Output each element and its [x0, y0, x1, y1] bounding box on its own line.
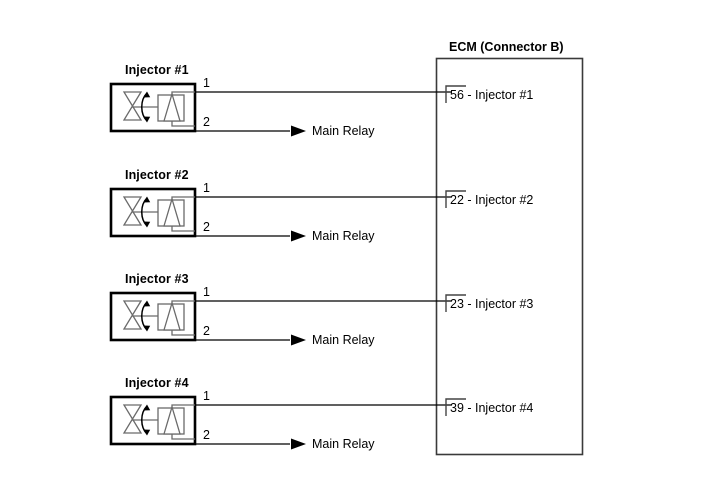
ecm-title: ECM (Connector B) [449, 40, 564, 54]
actuator-arrow-down-2 [143, 221, 151, 228]
main-relay-label-3: Main Relay [312, 333, 375, 347]
terminal-number-1-injector4: 1 [203, 389, 210, 403]
relay-arrowhead-4 [291, 438, 306, 450]
internal-lead-3b [171, 330, 195, 336]
terminal-number-1-injector1: 1 [203, 76, 210, 90]
terminal-number-2-injector2: 2 [203, 220, 210, 234]
injector-label-1: Injector #1 [125, 63, 189, 77]
actuator-arrow-up-1 [143, 91, 151, 98]
main-relay-label-1: Main Relay [312, 124, 375, 138]
ecm-terminal-notch-23 [445, 294, 466, 312]
valve-symbol-1 [122, 91, 143, 121]
relay-arrowhead-3 [291, 334, 306, 346]
terminal-number-1-injector3: 1 [203, 285, 210, 299]
actuator-arrow-down-1 [143, 116, 151, 123]
terminal-number-2-injector4: 2 [203, 428, 210, 442]
injector-label-3: Injector #3 [125, 272, 189, 286]
valve-symbol-2 [122, 196, 143, 226]
injector-group-3 [109, 291, 452, 346]
internal-lead-2a [171, 196, 195, 200]
internal-lead-1a [171, 91, 195, 95]
internal-lead-3a [171, 300, 195, 304]
ecm-pin-label-2[interactable]: 22 - Injector #2 [450, 193, 534, 207]
internal-lead-4a [171, 404, 195, 408]
internal-lead-2b [171, 226, 195, 232]
actuator-arrow-up-4 [143, 404, 151, 411]
ecm-box [435, 57, 584, 456]
relay-arrowhead-1 [291, 125, 306, 137]
actuator-arrow-up-3 [143, 300, 151, 307]
internal-lead-4b [171, 434, 195, 440]
actuator-arrow-down-4 [143, 429, 151, 436]
ecm-terminal-notch-56 [445, 85, 466, 103]
ecm-pin-label-3[interactable]: 23 - Injector #3 [450, 297, 534, 311]
internal-lead-1b [171, 121, 195, 127]
relay-arrowhead-2 [291, 230, 306, 242]
injector-group-4 [109, 395, 452, 450]
injector-label-2: Injector #2 [125, 168, 189, 182]
actuator-arrow-down-3 [143, 325, 151, 332]
main-relay-label-2: Main Relay [312, 229, 375, 243]
ecm-terminal-notch-22 [445, 190, 466, 208]
ecm-pin-label-4[interactable]: 39 - Injector #4 [450, 401, 534, 415]
valve-symbol-4 [122, 404, 143, 434]
valve-symbol-3 [122, 300, 143, 330]
actuator-arrow-up-2 [143, 196, 151, 203]
ecm-pin-label-1[interactable]: 56 - Injector #1 [450, 88, 534, 102]
ecm-terminal-notch-39 [445, 398, 466, 416]
terminal-number-1-injector2: 1 [203, 181, 210, 195]
terminal-number-2-injector3: 2 [203, 324, 210, 338]
main-relay-label-4: Main Relay [312, 437, 375, 451]
injector-group-1 [109, 82, 452, 137]
terminal-number-2-injector1: 2 [203, 115, 210, 129]
injector-group-2 [109, 187, 452, 242]
injector-label-4: Injector #4 [125, 376, 189, 390]
